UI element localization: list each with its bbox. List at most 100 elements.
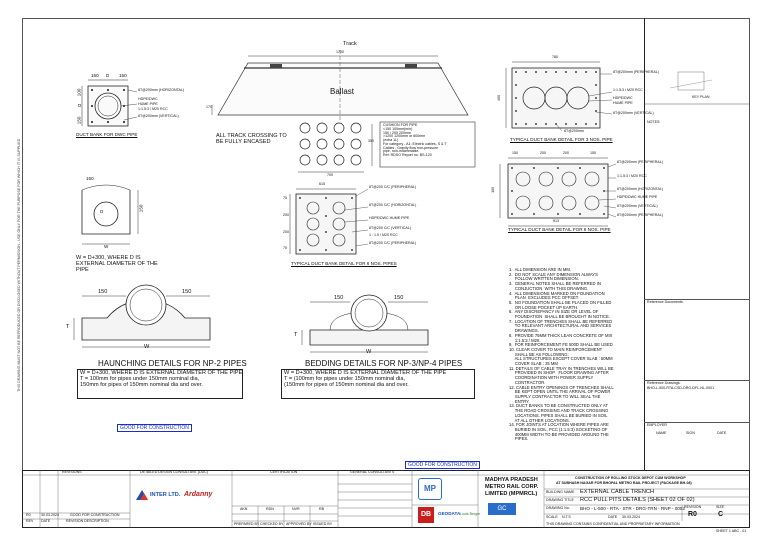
duct8-dim-5: 913 xyxy=(553,219,559,223)
general-note-line: ENTRY. xyxy=(509,398,530,404)
general-note-line: CONTRACTOR. xyxy=(509,379,546,385)
rev-row-1-date: DATE xyxy=(41,519,51,523)
project-title-2: AT SUBHASH NAGAR FOR BHOPAL METRO RAIL P… xyxy=(556,481,692,485)
haunching-drawing xyxy=(73,284,211,348)
general-note-line: SHALL BE AS FOLLOWING: xyxy=(509,351,569,357)
sign-issued: RB xyxy=(319,507,324,511)
dwc-title: DUCT BANK FOR DWC PIPE xyxy=(76,132,138,137)
gfc-stamp-center: GOOD FOR CONSTRUCTION xyxy=(405,461,480,469)
drawing-title-label: DRAWING TITLE xyxy=(546,498,574,502)
ddc-label: DETAILED DESIGN CONSULTANT (DDC) xyxy=(140,470,209,474)
duct8-dim-4: 200 xyxy=(563,151,569,155)
general-note-line: PLAN EXCLUDES PCC OFFSET. xyxy=(509,295,580,301)
duct8-callout-3: 8T@200mm (HORIZONTAL) xyxy=(617,187,664,191)
haunch-dim-2: 150 xyxy=(182,289,192,295)
general-note-line: AT ALL OTHER LOCATIONS. xyxy=(509,417,570,423)
general-note-line: BURIED IN SOIL, PCC (1:1.5:3) SOCKETING … xyxy=(509,426,608,432)
pipe-dim-w: W xyxy=(104,244,109,249)
rev-row-1-desc: REVISION DESCRIPTION xyxy=(66,519,109,523)
employer-name-2: METRO RAIL CORP. xyxy=(485,484,539,490)
general-note-line: 14. FOR JOINTS AT LOCATION WHERE PIPES A… xyxy=(509,422,609,428)
rev-row-0-date: 30.03.2024 xyxy=(41,513,59,517)
track-dim-4: 350 xyxy=(368,139,374,143)
sign-approved: NVR xyxy=(292,507,300,511)
general-note-line: 9. FOR REINFORCEMENT FE 500D SHALL BE US… xyxy=(509,342,613,348)
track-label: Track xyxy=(343,41,357,47)
employer-badge: GC xyxy=(488,503,516,515)
duct3-callout-5: 8T@200mm (VERTICAL) xyxy=(613,111,654,115)
dwc-dim-3: 150 xyxy=(119,73,127,78)
side-panel xyxy=(644,18,750,470)
title-block xyxy=(22,470,750,528)
cushion-line: <150 100mm(min) xyxy=(383,126,413,131)
general-note-line: COVER SLAB : 25 MM xyxy=(509,361,558,367)
duct6-title: TYPICAL DUCT BANK DETAIL FOR 6 NOS. PIPE… xyxy=(291,261,397,266)
bedding-title: BEDDING DETAILS FOR NP-3/NP-4 PIPES xyxy=(305,359,463,368)
general-note-line: SUPPLY CONTRACTOR TO WILL SEAL THE xyxy=(509,393,601,399)
general-note-line: DRAWINGS. xyxy=(509,328,539,334)
pipe-dim-d: D xyxy=(100,209,104,214)
haunching-note-2: T = 100mm for pipes under 150mm nominal … xyxy=(80,375,200,382)
cushion-line: pipe, non-inflammable. xyxy=(383,149,420,154)
duct8-dim-2: 150 xyxy=(590,151,596,155)
duct3-dim-1: 780 xyxy=(552,55,558,59)
track-encased-note: ALL TRACK CROSSING TO BE FULLY ENCASED xyxy=(216,133,287,145)
sign-prepared: AKN xyxy=(240,507,248,511)
ref-docs-divider xyxy=(644,299,750,300)
general-note-line: THE ROAD CROSSING AND TRACK CROSSING xyxy=(509,408,609,414)
drawing-no-label: DRAWING No. xyxy=(546,506,570,510)
employer-name-1: MADHYA PRADESH xyxy=(485,477,538,483)
duct6-dim-3: 200 xyxy=(283,213,289,217)
size-label: SIZE xyxy=(716,505,724,509)
general-note-line: 4. ALL DIMENSIONS MARKED ON FOUNDATION xyxy=(509,290,605,296)
issued-by-label: ISSUED BY xyxy=(313,522,333,526)
duct3-title: TYPICAL DUCT BANK DETAIL FOR 3 NOS. PIPE xyxy=(510,137,613,142)
general-note-line: CONJUCTION WITH THIS DRAWING. xyxy=(509,285,589,291)
date-label: DATE xyxy=(608,515,618,519)
dwc-callout-1: 8T@200mm (HORIZONTAL) xyxy=(138,88,185,92)
duct8-callout-4: HDPE/DWC HUME PIPE xyxy=(617,195,658,199)
ballast-label: Ballast xyxy=(330,87,355,96)
certification-label: CERTIFICATION xyxy=(270,470,298,474)
gc-partner-3: Louis Berger xyxy=(460,512,481,516)
bedding-note-1: W = D+300, WHERE D IS EXTERNAL DIAMETER … xyxy=(284,370,447,376)
sign-checked: RDN xyxy=(266,507,274,511)
rev-row-0-rev: R0 xyxy=(26,513,31,517)
key-plan-drawing xyxy=(644,71,750,105)
haunching-notes-box: W = D+300, WHERE D IS EXTERNAL DIAMETER … xyxy=(77,369,243,399)
duct3-callout-3: HDPE/DWC xyxy=(613,96,633,100)
contractor-logo-icon xyxy=(136,490,148,500)
general-note-line: 13. DUCT BANKS TO BE CONSTRUCTED ONLY AT xyxy=(509,403,608,409)
notes-label: NOTES: xyxy=(647,120,661,124)
drawing-title: RCC PULL PITS DETAILS (SHEET 02 OF 02) xyxy=(580,497,695,503)
sheet-label: SHEET 1 ABC - 01 xyxy=(716,529,747,533)
bedding-dim-2: 150 xyxy=(394,295,404,301)
prepared-by-label: PREPARED BY xyxy=(234,522,260,526)
duct8-callout-1: 8T@200mm (PERIPHERAL) xyxy=(617,160,663,164)
cushion-line: 150 / 200 200mm xyxy=(383,130,411,135)
haunching-note-3: 150mm for pipes of 150mm nominal dia and… xyxy=(80,381,203,388)
haunch-dim-w: W xyxy=(144,344,150,350)
dwc-callout-2: HDPE/DWC xyxy=(138,97,158,101)
cushion-line: For category - A1: Electric cables, S & … xyxy=(383,141,447,146)
duct8-title: TYPICAL DUCT BANK DETAIL FOR 8 NOS. PIPE xyxy=(508,227,611,232)
duct3-callout-2: 1:1.5:3 / M20 RCC xyxy=(613,88,643,92)
general-notes-list: 1. ALL DIMENSION ARE IN MM.2. DO NOT SCA… xyxy=(509,267,615,442)
dwc-dim-5: D xyxy=(78,103,82,108)
duct3-callout-4: HUME PIPE xyxy=(613,101,633,105)
general-note-line: 3. GENERAL NOTES SHALL BE REFERRED IN xyxy=(509,281,601,287)
general-note-line: 12. CABLE ENTRY OPENINGS OF TRENCHES SHA… xyxy=(509,384,614,390)
gc-partner-2: GEODATA xyxy=(438,511,461,516)
revisions-header: REVISIONS xyxy=(62,470,82,474)
general-note-line: 10. CLEAR COVER TO MAIN REINFORCEMENT xyxy=(509,346,603,352)
general-note-line: 5. NO FOUNDATION SHALL BE PLACED ON FILL… xyxy=(509,299,612,305)
track-crossing-drawing xyxy=(211,50,476,173)
track-dim-1: 1700 xyxy=(336,50,344,54)
dwc-callout-5: 8T@200mm (VERTICAL) xyxy=(138,114,179,118)
gc-logo: DB xyxy=(418,507,434,523)
footer-note: THIS DRAWING CONTAINS CONFIDENTIAL AND P… xyxy=(546,522,680,526)
pipe-detail-drawing xyxy=(81,184,139,245)
duct8-callout-2: 1:1.5:3 / M20 RCC xyxy=(617,174,647,178)
approved-by-label: APPROVED BY xyxy=(286,522,312,526)
